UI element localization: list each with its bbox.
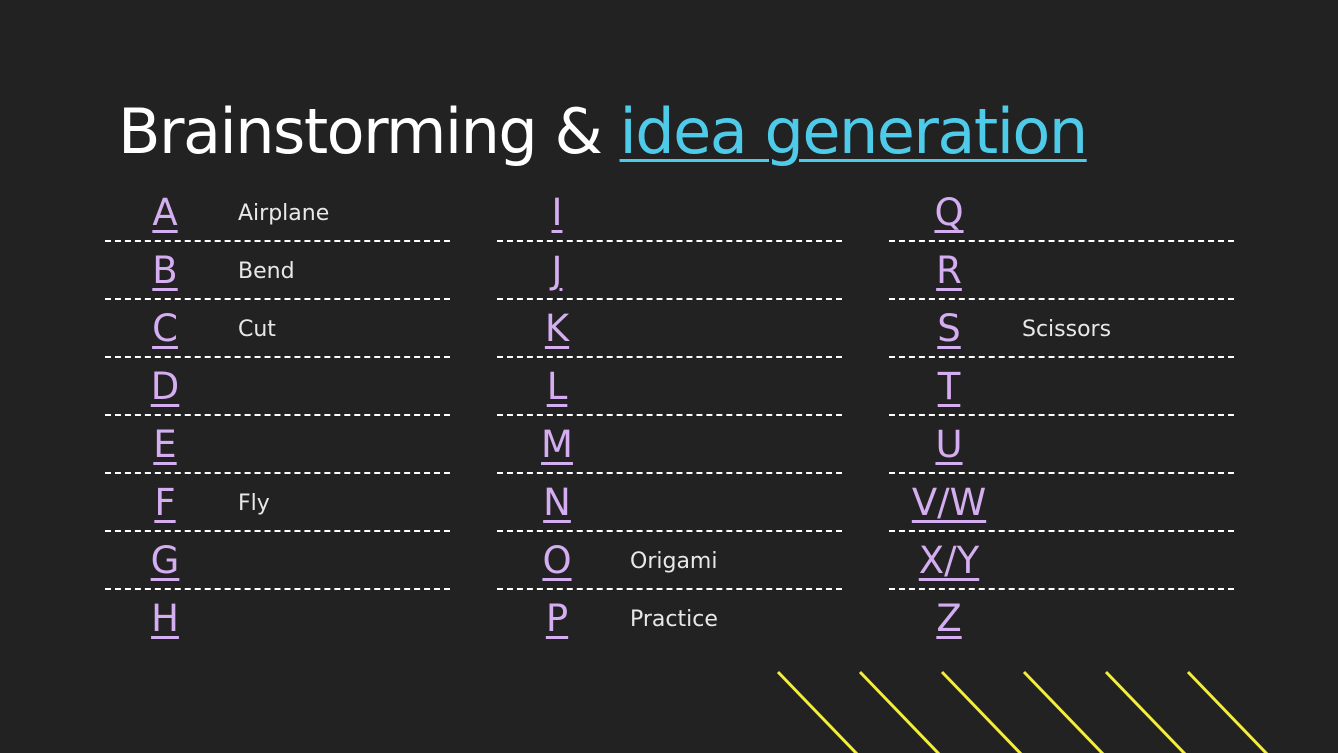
letter-link-p[interactable]: P <box>545 597 569 640</box>
dashed-divider <box>497 530 842 532</box>
dashed-divider <box>889 240 1234 242</box>
letter-link-f[interactable]: F <box>154 481 176 524</box>
yellow-stripe <box>1022 670 1105 753</box>
yellow-stripe <box>940 670 1023 753</box>
idea-word: Origami <box>630 549 718 574</box>
dashed-divider <box>105 240 450 242</box>
dashed-divider <box>497 588 842 590</box>
letter-link-j[interactable]: J <box>551 249 563 292</box>
dashed-divider <box>889 356 1234 358</box>
dashed-divider <box>497 240 842 242</box>
yellow-stripe <box>1186 670 1269 753</box>
decorative-stripes <box>776 670 1269 753</box>
yellow-stripe <box>776 670 859 753</box>
letter-link-o[interactable]: O <box>542 539 572 582</box>
idea-word: Scissors <box>1022 317 1112 342</box>
dashed-divider <box>497 356 842 358</box>
idea-word: Fly <box>238 491 270 516</box>
letter-link-q[interactable]: Q <box>934 191 964 234</box>
letter-link-m[interactable]: M <box>541 423 573 466</box>
letter-link-v-w[interactable]: V/W <box>911 481 987 524</box>
dashed-divider <box>105 530 450 532</box>
yellow-stripe <box>1104 670 1187 753</box>
title-main: Brainstorming & <box>118 95 620 168</box>
letter-link-z[interactable]: Z <box>936 597 962 640</box>
idea-word: Airplane <box>238 201 330 226</box>
yellow-stripe <box>858 670 941 753</box>
idea-word: Practice <box>630 607 718 632</box>
letter-link-g[interactable]: G <box>150 539 180 582</box>
dashed-divider <box>889 588 1234 590</box>
slide-title: Brainstorming & idea generation <box>118 92 1089 172</box>
dashed-divider <box>497 414 842 416</box>
dashed-divider <box>105 356 450 358</box>
letter-link-x-y[interactable]: X/Y <box>918 539 980 582</box>
letter-link-u[interactable]: U <box>935 423 963 466</box>
dashed-divider <box>105 298 450 300</box>
dashed-divider <box>105 414 450 416</box>
dashed-divider <box>497 298 842 300</box>
letter-link-r[interactable]: R <box>936 249 962 292</box>
letter-link-c[interactable]: C <box>152 307 178 350</box>
letter-link-l[interactable]: L <box>546 365 568 408</box>
dashed-divider <box>889 530 1234 532</box>
dashed-divider <box>105 472 450 474</box>
letter-link-t[interactable]: T <box>937 365 961 408</box>
letter-link-e[interactable]: E <box>153 423 177 466</box>
dashed-divider <box>889 414 1234 416</box>
dashed-divider <box>889 472 1234 474</box>
dashed-divider <box>105 588 450 590</box>
idea-word: Cut <box>238 317 276 342</box>
title-accent-link[interactable]: idea generation <box>619 95 1089 168</box>
letter-link-d[interactable]: D <box>150 365 180 408</box>
letter-link-k[interactable]: K <box>544 307 570 350</box>
letter-link-a[interactable]: A <box>152 191 178 234</box>
dashed-divider <box>497 472 842 474</box>
letter-link-n[interactable]: N <box>543 481 571 524</box>
letter-link-s[interactable]: S <box>937 307 961 350</box>
letter-link-i[interactable]: I <box>551 191 563 234</box>
dashed-divider <box>889 298 1234 300</box>
letter-link-h[interactable]: H <box>151 597 179 640</box>
letter-link-b[interactable]: B <box>152 249 178 292</box>
idea-word: Bend <box>238 259 295 284</box>
